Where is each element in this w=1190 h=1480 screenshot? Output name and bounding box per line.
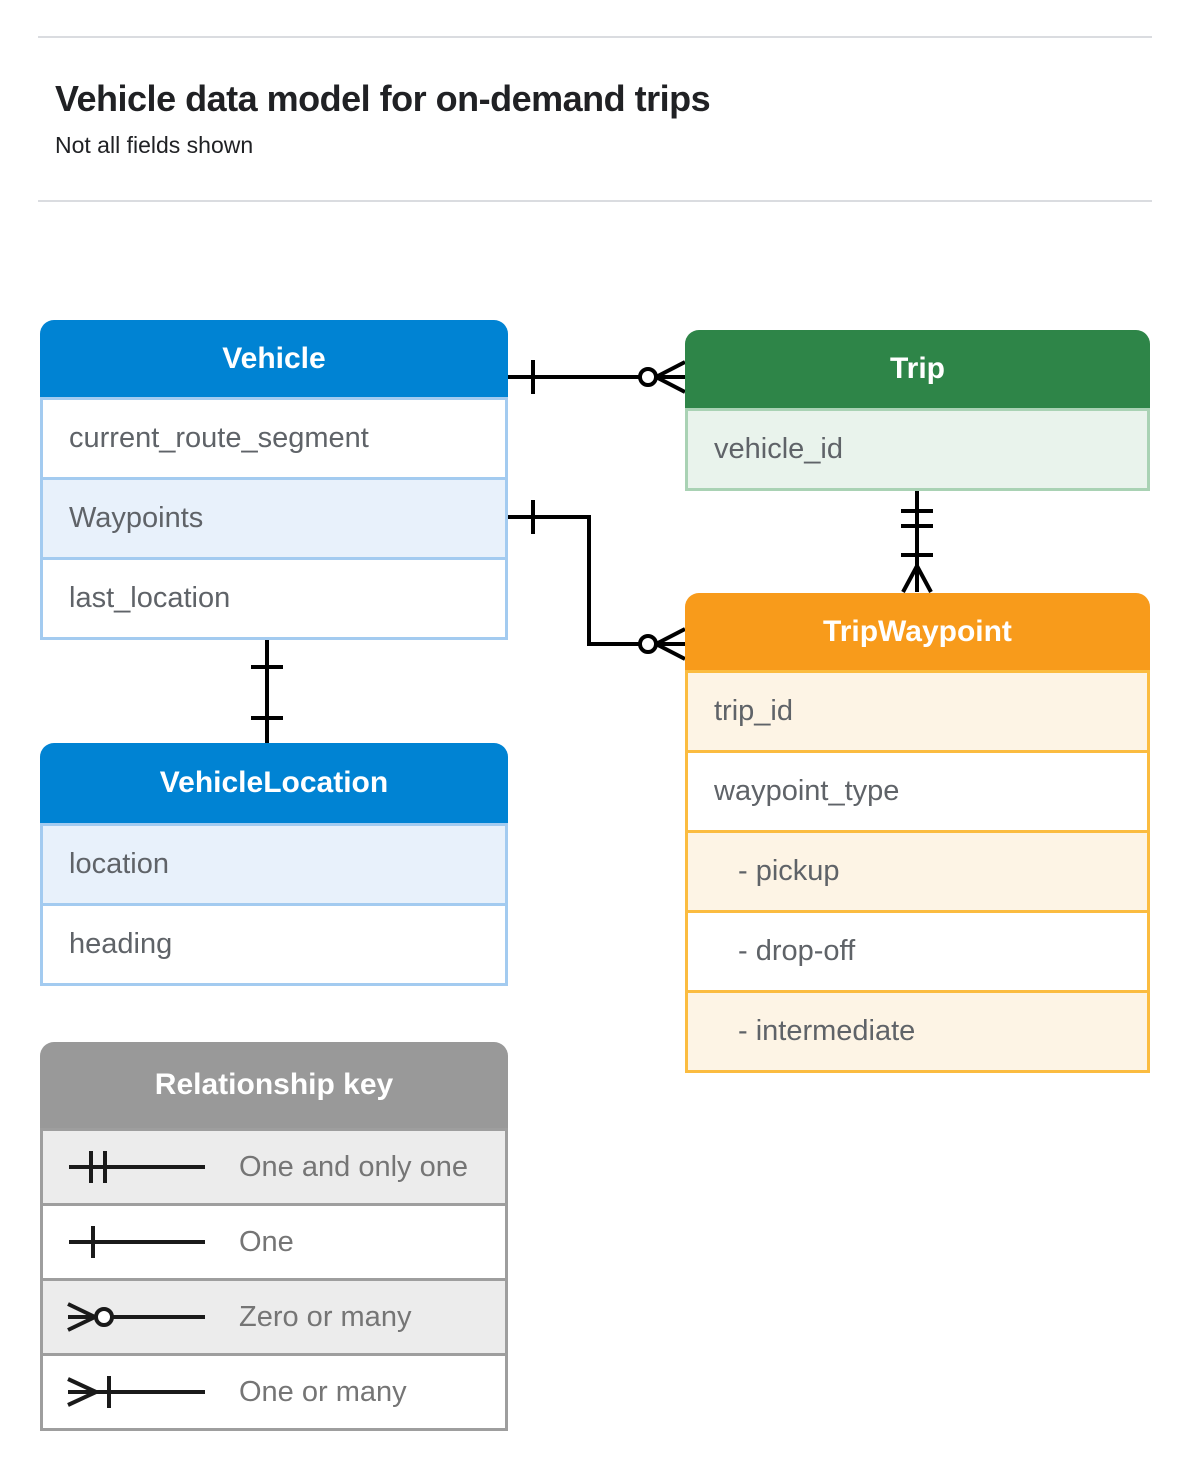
enum-pickup: - pickup bbox=[688, 830, 1147, 910]
key-label: Zero or many bbox=[239, 1300, 412, 1333]
one-or-many-icon bbox=[67, 1376, 205, 1408]
entity-vehiclelocation: VehicleLocation location heading bbox=[40, 743, 508, 986]
relationship-vehicle-trip bbox=[508, 360, 686, 394]
entity-tripwaypoint: TripWaypoint trip_id waypoint_type - pic… bbox=[685, 593, 1150, 1073]
field-heading: heading bbox=[43, 903, 505, 983]
key-label: One or many bbox=[239, 1375, 407, 1408]
one-and-only-one-icon bbox=[69, 1151, 205, 1183]
entity-tripwaypoint-title: TripWaypoint bbox=[685, 593, 1150, 670]
zero-or-many-icon bbox=[67, 1302, 205, 1332]
field-current-route-segment: current_route_segment bbox=[43, 400, 505, 477]
field-location: location bbox=[43, 826, 505, 903]
relationship-key-title: Relationship key bbox=[40, 1042, 508, 1128]
page-subtitle: Not all fields shown bbox=[55, 132, 254, 158]
field-waypoints: Waypoints bbox=[43, 477, 505, 557]
entity-vehicle-title: Vehicle bbox=[40, 320, 508, 397]
enum-intermediate: - intermediate bbox=[688, 990, 1147, 1070]
field-vehicle-id: vehicle_id bbox=[688, 411, 1147, 488]
relationship-trip-tripwaypoint bbox=[901, 491, 933, 593]
header-divider bbox=[38, 200, 1152, 202]
top-divider bbox=[38, 36, 1152, 38]
relationship-vehicle-vehiclelocation bbox=[251, 640, 283, 743]
enum-drop-off: - drop-off bbox=[688, 910, 1147, 990]
page-title: Vehicle data model for on-demand trips bbox=[55, 78, 711, 119]
field-trip-id: trip_id bbox=[688, 673, 1147, 750]
one-icon bbox=[69, 1226, 205, 1258]
field-waypoint-type: waypoint_type bbox=[688, 750, 1147, 830]
key-row-zero-or-many: Zero or many bbox=[43, 1278, 505, 1353]
relationship-waypoints-tripwaypoint bbox=[508, 500, 686, 661]
entity-trip-title: Trip bbox=[685, 330, 1150, 408]
key-row-one-or-many: One or many bbox=[43, 1353, 505, 1428]
relationship-key: Relationship key One and only one One bbox=[40, 1042, 508, 1431]
entity-vehicle: Vehicle current_route_segment Waypoints … bbox=[40, 320, 508, 640]
key-row-one: One bbox=[43, 1203, 505, 1278]
entity-vehiclelocation-title: VehicleLocation bbox=[40, 743, 508, 823]
key-label: One and only one bbox=[239, 1150, 468, 1183]
field-last-location: last_location bbox=[43, 557, 505, 637]
entity-trip: Trip vehicle_id bbox=[685, 330, 1150, 491]
key-label: One bbox=[239, 1225, 294, 1258]
key-row-one-and-only-one: One and only one bbox=[43, 1131, 505, 1203]
